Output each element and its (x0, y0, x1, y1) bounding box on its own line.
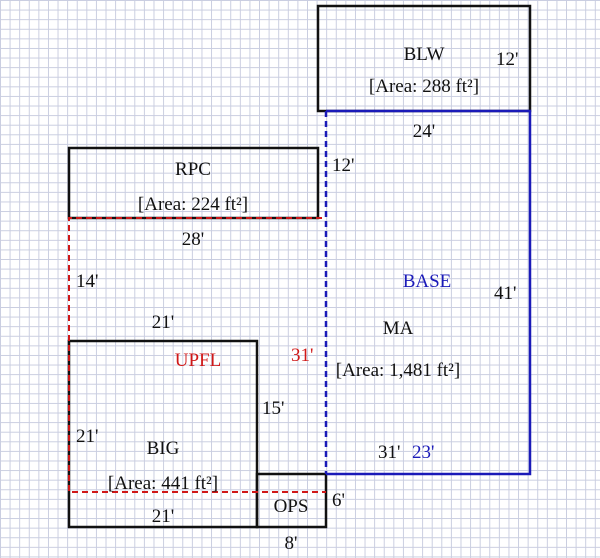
big-label: BIG (147, 438, 180, 459)
blw-label: BLW (404, 44, 445, 65)
upfl-label: UPFL (175, 350, 221, 371)
rpc-label: RPC (175, 159, 211, 180)
base-dim-23: 23' (412, 442, 434, 463)
blw-dim-width: 24' (413, 121, 435, 142)
ma-dim-41: 41' (494, 283, 516, 304)
ops-dim-6: 6' (332, 490, 345, 511)
ops-outline[interactable] (255, 472, 328, 529)
base-label: BASE (403, 271, 452, 292)
ops-label: OPS (274, 496, 309, 517)
ma-dim-31: 31' (378, 442, 400, 463)
big-dim-21-bottom: 21' (152, 506, 174, 527)
ma-dim-14: 14' (76, 271, 98, 292)
big-dim-15: 15' (262, 398, 284, 419)
blw-dim-height: 12' (496, 49, 518, 70)
blw-area: [Area: 288 ft²] (369, 76, 479, 97)
big-outline[interactable] (67, 339, 259, 529)
ma-label: MA (383, 318, 414, 339)
ma-area: [Area: 1,481 ft²] (336, 360, 460, 381)
ma-dim-21: 21' (152, 312, 174, 333)
rpc-dim-width: 28' (182, 229, 204, 250)
ops-dim-8: 8' (285, 533, 298, 554)
big-dim-21-side: 21' (76, 426, 98, 447)
big-area: [Area: 441 ft²] (108, 473, 218, 494)
rpc-outline[interactable] (67, 146, 320, 220)
base-outline[interactable] (326, 109, 532, 476)
rpc-area: [Area: 224 ft²] (138, 194, 248, 215)
upfl-dim-31: 31' (291, 345, 313, 366)
upfl-outline[interactable] (68, 217, 326, 493)
ma-dim-12: 12' (332, 155, 354, 176)
